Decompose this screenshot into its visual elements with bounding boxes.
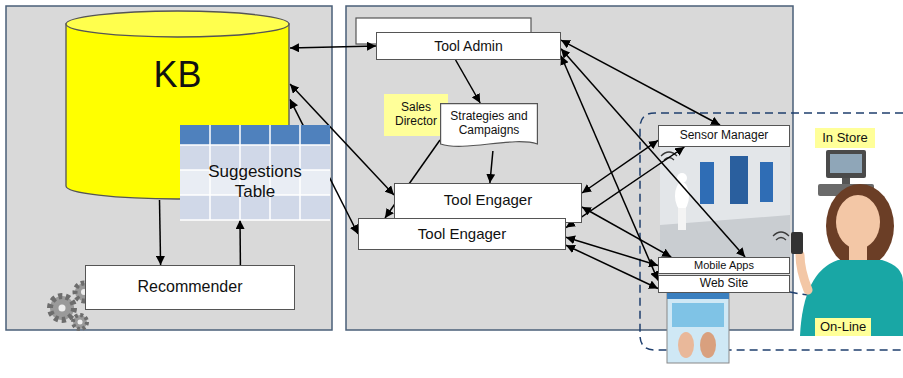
connector-arrow xyxy=(566,147,684,228)
node-text: Sensor Manager xyxy=(680,129,769,143)
channel-label: On-Line xyxy=(815,318,871,336)
connector-arrow xyxy=(561,56,658,281)
website-picture xyxy=(667,293,729,363)
connector-arrow xyxy=(456,60,481,103)
node-text: Tool Engager xyxy=(444,191,532,208)
channel-label: In Store xyxy=(815,128,875,148)
channel-box: Sensor Manager xyxy=(658,125,790,147)
connector-arrow xyxy=(160,200,161,265)
left-panel xyxy=(6,6,332,330)
node-text: Tool Admin xyxy=(434,38,502,54)
node-text: Strategies and Campaigns xyxy=(444,110,534,138)
shopper-figure xyxy=(791,184,903,336)
channel-region xyxy=(640,113,903,350)
node-text: Mobile Apps xyxy=(694,259,754,272)
connector-arrow xyxy=(566,245,658,288)
process-box: Tool Admin xyxy=(376,32,561,60)
store-picture xyxy=(660,147,790,257)
connector-arrow xyxy=(490,151,493,183)
connector-arrow xyxy=(290,46,376,48)
node-text: Recommender xyxy=(138,278,243,296)
node-text: Sales Director xyxy=(387,101,445,129)
node-text: Suggestions Table xyxy=(200,162,310,201)
node-text: In Store xyxy=(822,131,868,146)
node-text: Tool Engager xyxy=(418,225,506,242)
connector-arrow xyxy=(239,220,241,265)
suggestions-table: Suggestions Table xyxy=(180,125,330,220)
node-text: Web Site xyxy=(700,277,748,291)
document-shape: Strategies and Campaigns xyxy=(440,103,538,151)
channel-box: Web Site xyxy=(658,275,790,293)
process-box: Recommender xyxy=(85,265,295,310)
node-text: On-Line xyxy=(820,320,866,335)
connector-arrow xyxy=(561,49,745,257)
connector-arrow xyxy=(582,207,671,257)
role-label: Sales Director xyxy=(384,94,448,136)
node-text: KB xyxy=(153,54,201,95)
channel-box: Mobile Apps xyxy=(658,257,790,274)
process-box: Tool Engager xyxy=(394,183,582,223)
connector-arrow xyxy=(582,140,658,193)
right-panel xyxy=(346,6,793,330)
process-box: Tool Engager xyxy=(358,218,566,250)
